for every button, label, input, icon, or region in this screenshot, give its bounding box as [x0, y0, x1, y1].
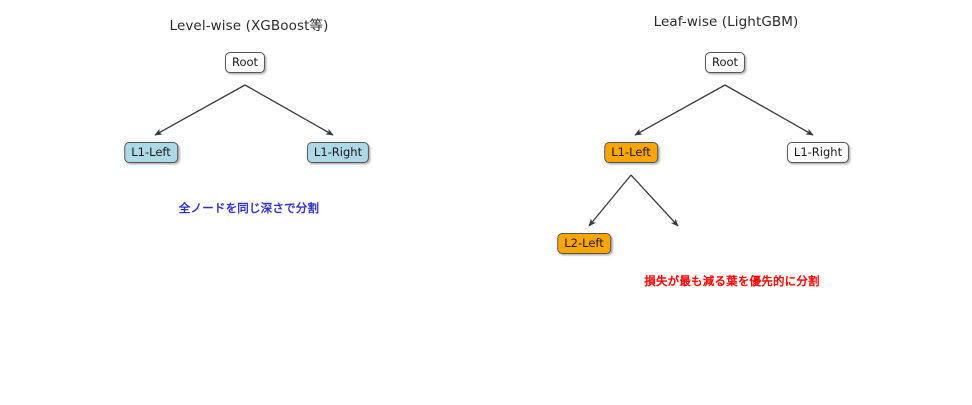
edge-leaf-wise-root-to-l1-left	[634, 84, 726, 136]
node-level-wise-l1-right[interactable]: L1-Right	[306, 142, 370, 163]
node-level-wise-root[interactable]: Root	[224, 52, 266, 73]
edge-level-wise-root-to-l1-right	[244, 84, 334, 136]
node-leaf-wise-root[interactable]: Root	[704, 52, 746, 73]
edge-leaf-wise-l1-left-to-l2-left	[588, 174, 632, 227]
panel-title-leaf-wise: Leaf-wise (LightGBM)	[653, 14, 799, 30]
annotation-leaf-wise: 損失が最も減る葉を優先的に分割	[644, 274, 820, 288]
panel-title-level-wise: Level-wise (XGBoost等)	[169, 18, 329, 34]
node-leaf-wise-l1-left[interactable]: L1-Left	[604, 142, 658, 163]
node-leaf-wise-l1-right[interactable]: L1-Right	[786, 142, 850, 163]
annotation-level-wise: 全ノードを同じ深さで分割	[178, 201, 320, 215]
edge-leaf-wise-root-to-l1-right	[724, 84, 814, 136]
node-level-wise-l1-left[interactable]: L1-Left	[124, 142, 178, 163]
edge-leaf-wise-l1-left-to-dangling	[630, 174, 679, 227]
node-leaf-wise-l2-left[interactable]: L2-Left	[557, 233, 611, 254]
edge-level-wise-root-to-l1-left	[154, 84, 246, 136]
